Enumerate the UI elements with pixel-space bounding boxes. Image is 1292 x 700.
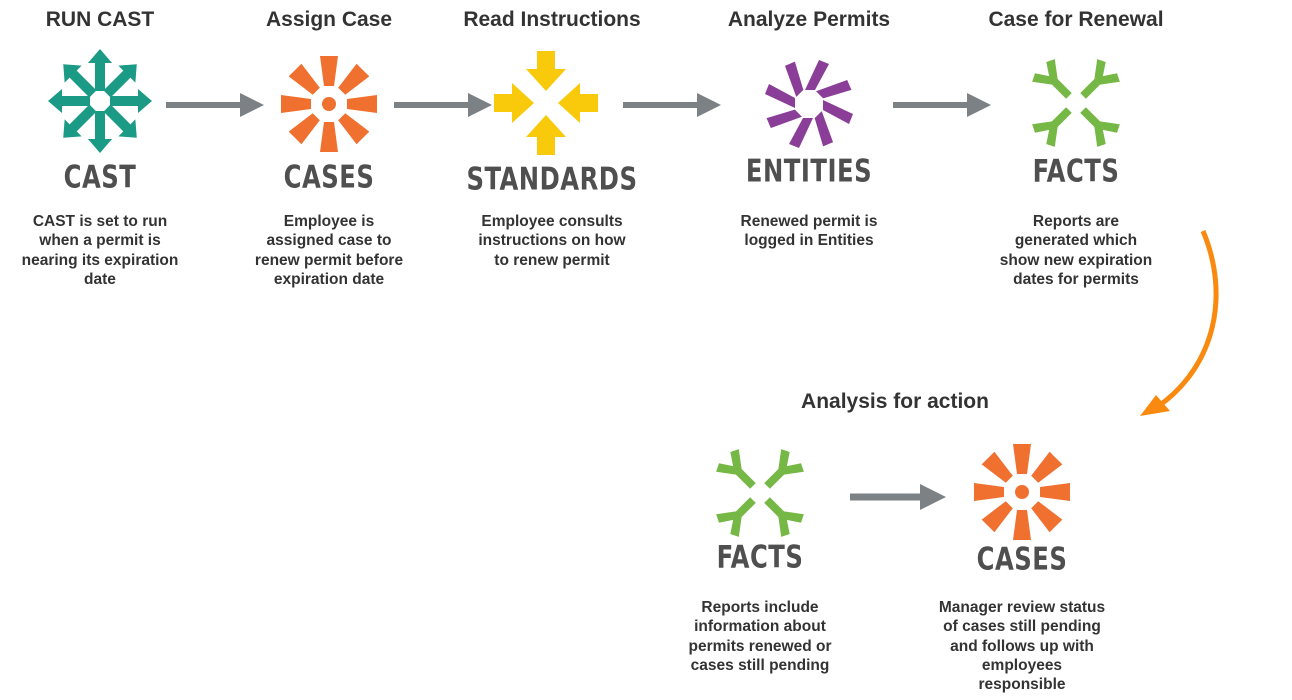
logo-word-standards: STANDARDS <box>466 161 638 198</box>
cases-icon <box>967 437 1077 547</box>
step-description: Employee consults instructions on how to… <box>478 213 626 269</box>
flow-arrow <box>166 93 264 117</box>
entities-icon <box>754 49 864 159</box>
step-title-analyze-permits: Analyze Permits <box>727 8 891 31</box>
step-description: Reports are generated which show new exp… <box>999 213 1153 288</box>
logo-word-cast: CAST <box>63 159 137 196</box>
step-description: Manager review status of cases still pen… <box>938 599 1106 694</box>
logo-word-facts: FACTS <box>1032 153 1120 190</box>
facts-icon <box>1021 48 1131 158</box>
step-description: Employee is assigned case to renew permi… <box>254 213 404 288</box>
flow-arrow <box>394 93 492 117</box>
step-description: CAST is set to run when a permit is near… <box>21 213 179 288</box>
flow-arrow <box>850 484 946 510</box>
step-title-case-for-renewal: Case for Renewal <box>988 8 1164 31</box>
logo-word-facts: FACTS <box>716 539 804 576</box>
curved-flow-arrow <box>1140 230 1219 416</box>
flow-arrow <box>893 93 991 117</box>
cases-icon <box>274 49 384 159</box>
step-description: Reports include information about permit… <box>688 599 832 674</box>
logo-word-cases: CASES <box>976 541 1068 578</box>
facts-icon <box>705 438 815 548</box>
cast-icon <box>45 46 155 156</box>
step-title-read-instructions: Read Instructions <box>463 8 641 31</box>
step-description: Renewed permit is logged in Entities <box>740 213 878 250</box>
step-title-run-cast: RUN CAST <box>45 8 155 31</box>
logo-word-entities: ENTITIES <box>745 153 873 190</box>
standards-icon <box>491 48 601 158</box>
logo-word-cases: CASES <box>283 159 375 196</box>
flow-arrow <box>623 93 721 117</box>
step-title-assign-case: Assign Case <box>265 8 393 31</box>
section-title-analysis: Analysis for action <box>801 390 989 413</box>
